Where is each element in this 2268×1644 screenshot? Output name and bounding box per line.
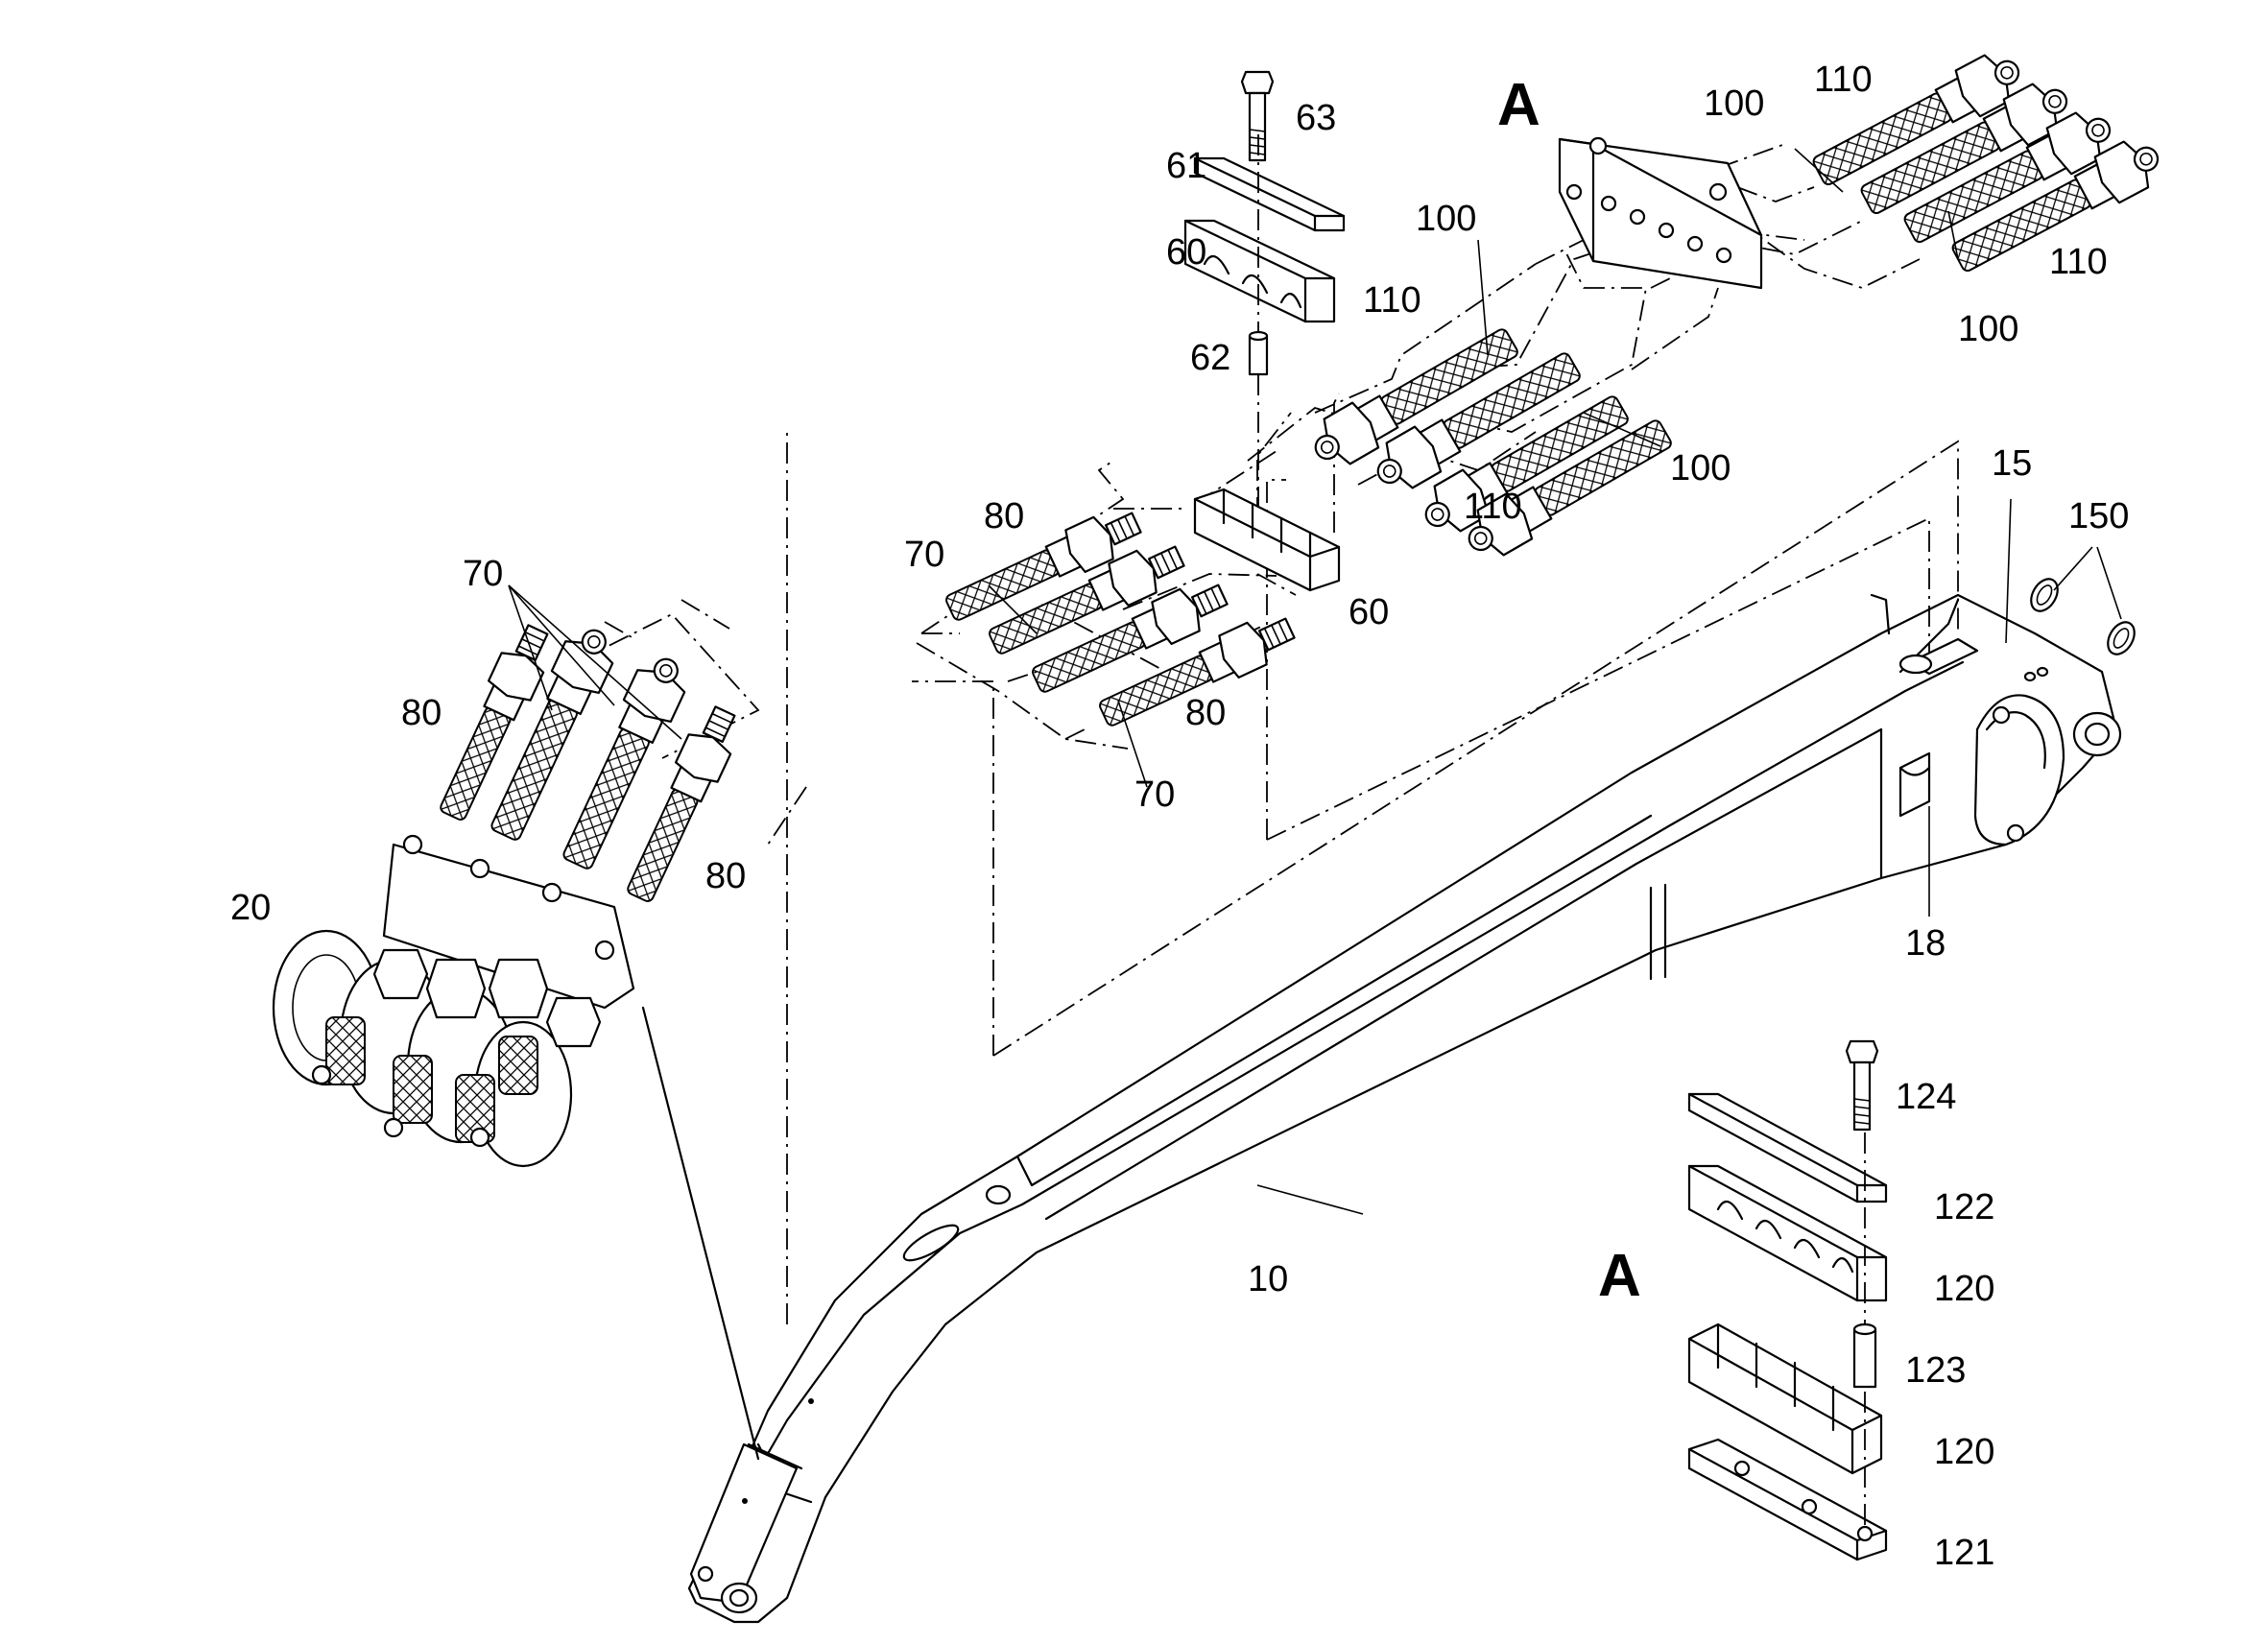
label-120-top: 120	[1934, 1269, 1994, 1309]
label-80-lower-left: 80	[705, 856, 746, 896]
label-110-mid-low: 110	[1464, 487, 1522, 527]
seal-rings-150	[2030, 578, 2136, 655]
label-20: 20	[230, 888, 271, 928]
label-100-top: 100	[1704, 83, 1764, 124]
hose-group-70-80	[916, 500, 1301, 750]
label-100-right: 100	[1958, 309, 2018, 349]
label-124: 124	[1896, 1077, 1956, 1117]
clamp-detail-bottom	[1687, 1039, 1888, 1561]
label-60-top: 60	[1166, 232, 1206, 273]
label-18: 18	[1905, 923, 1946, 964]
label-70-bottom: 70	[1134, 774, 1175, 815]
label-63: 63	[1296, 98, 1336, 138]
label-110-right: 110	[2049, 242, 2108, 282]
label-62: 62	[1190, 338, 1230, 378]
label-60-bottom: 60	[1349, 592, 1389, 632]
label-110-top: 110	[1814, 60, 1873, 100]
leader-20	[641, 1006, 760, 1461]
label-15: 15	[1992, 443, 2032, 484]
label-80-left: 80	[401, 693, 442, 733]
label-110-mid: 110	[1363, 280, 1421, 321]
callout-labels: 10 15 18 20 60 60 61 62 63 70 70 70 80 8…	[230, 60, 2129, 1573]
label-10: 10	[1248, 1259, 1288, 1299]
label-100-mid-right: 100	[1670, 448, 1731, 488]
callout-leaders	[508, 148, 2122, 1215]
detail-marker-a-top: A	[1497, 72, 1540, 138]
label-80-mid-bottom: 80	[1185, 693, 1226, 733]
label-123: 123	[1905, 1350, 1966, 1391]
manifold-assembly-20	[272, 834, 635, 1168]
label-150: 150	[2068, 496, 2129, 536]
label-120-bottom: 120	[1934, 1432, 1994, 1472]
clamp-block-top	[1558, 136, 1763, 290]
detail-marker-a-bottom: A	[1598, 1243, 1641, 1309]
label-61: 61	[1166, 146, 1206, 186]
label-70-left: 70	[463, 554, 503, 594]
label-100-mid-top: 100	[1416, 199, 1476, 239]
clamp-stack-60-63	[1183, 70, 1346, 592]
hose-group-middle	[1302, 317, 1680, 568]
label-121: 121	[1934, 1533, 1994, 1573]
arm-boom	[687, 593, 2122, 1624]
label-70-mid: 70	[904, 535, 944, 575]
label-80-mid: 80	[984, 496, 1024, 536]
label-122: 122	[1934, 1187, 1994, 1227]
